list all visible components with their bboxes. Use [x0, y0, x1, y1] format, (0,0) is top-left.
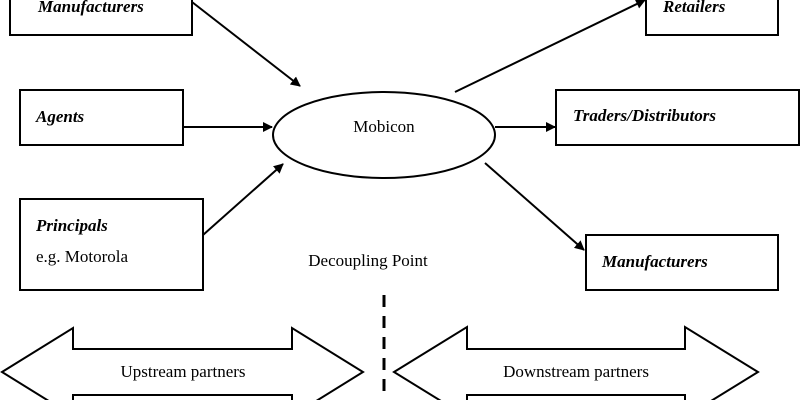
downstream-label: Downstream partners — [503, 362, 649, 381]
output-box-manufacturers: Manufacturers — [585, 234, 779, 291]
input-box-manufacturers: Manufacturers — [9, 0, 193, 36]
decoupling-point-label: Decoupling Point — [308, 251, 428, 270]
input-box-principals: Principals e.g. Motorola — [19, 198, 204, 291]
input-sublabel-principals: e.g. Motorola — [36, 247, 129, 266]
output-label-traders-distributors: Traders/Distributors — [573, 106, 716, 125]
output-box-traders-distributors: Traders/Distributors — [555, 89, 800, 146]
input-label-principals: Principals — [35, 216, 108, 235]
output-label-retailers: Retailers — [662, 0, 726, 16]
output-box-retailers: Retailers — [645, 0, 779, 36]
arrow-mobicon-to-retailers — [454, 0, 646, 93]
center-label: Mobicon — [353, 117, 415, 136]
arrow-principals-to-mobicon — [202, 163, 284, 236]
upstream-double-arrow: Upstream partners — [0, 326, 365, 400]
arrow-mobicon-to-manufacturers — [484, 162, 585, 251]
input-label-manufacturers: Manufacturers — [37, 0, 144, 16]
output-label-manufacturers: Manufacturers — [601, 252, 708, 271]
downstream-double-arrow: Downstream partners — [392, 325, 760, 400]
arrow-manufacturers-to-mobicon — [191, 1, 301, 87]
center-node-mobicon: Mobicon — [272, 91, 496, 179]
input-label-agents: Agents — [35, 107, 85, 126]
upstream-label: Upstream partners — [120, 362, 245, 381]
input-box-agents: Agents — [19, 89, 184, 146]
